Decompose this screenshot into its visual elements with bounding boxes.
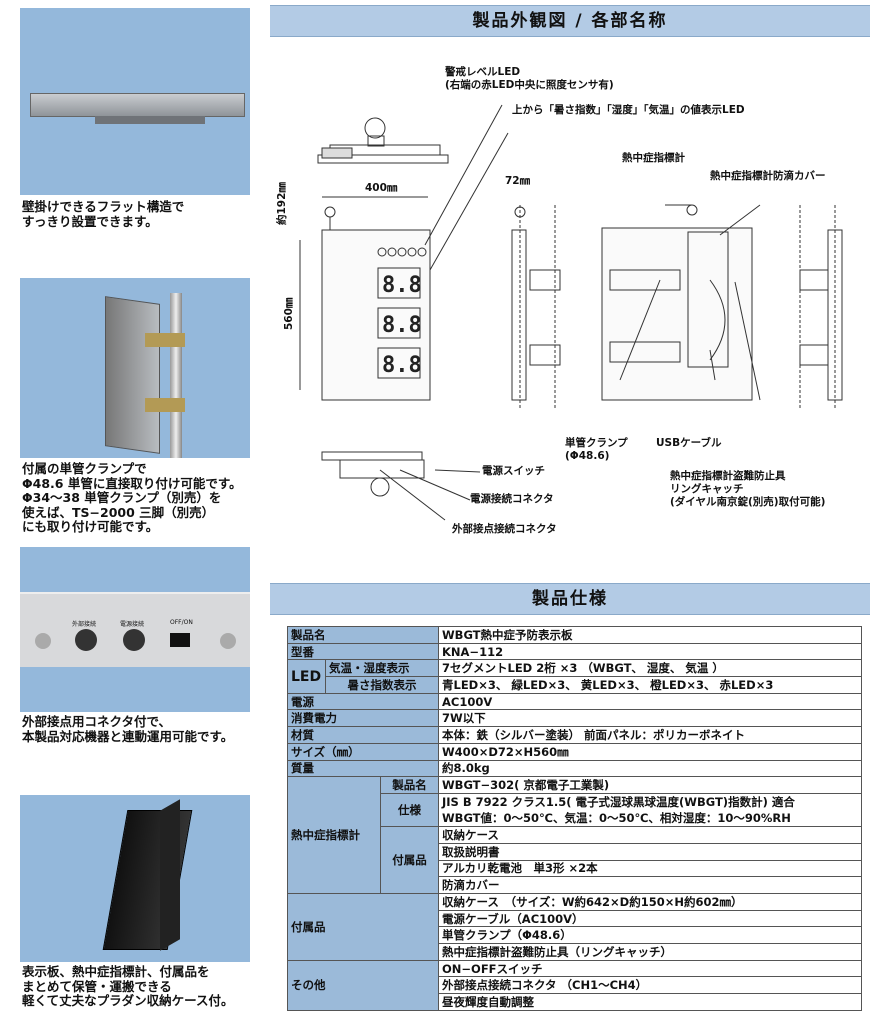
panel-label: OFF/ON bbox=[170, 619, 193, 626]
digit-display: 8.8 bbox=[382, 353, 422, 378]
spec-value: ON−OFFスイッチ bbox=[438, 959, 862, 978]
label-clamp: 単管クランプ (Φ48.6) bbox=[565, 437, 628, 462]
table-row: 取扱説明書 bbox=[288, 842, 862, 861]
spec-label: 付属品 bbox=[380, 826, 439, 894]
photo-caption: 表示板、熱中症指標計、付属品を まとめて保管・運搬できる 軽くて丈夫なプラダン収… bbox=[22, 964, 234, 1008]
label-power-connector: 電源接続コネクタ bbox=[470, 493, 554, 505]
spec-label: 暑さ指数表示 bbox=[325, 676, 439, 694]
label-wbgt-meter: 熱中症指標計 bbox=[622, 152, 685, 164]
spec-value: W400×D72×H560㎜ bbox=[438, 742, 862, 761]
spec-label: サイズ（㎜） bbox=[287, 742, 439, 761]
spec-value: WBGT値：0〜50℃、気温：0〜50℃、相対湿度：10〜90%RH bbox=[438, 810, 862, 828]
spec-value: 収納ケース （サイズ：W約642×D約150×H約602㎜） bbox=[438, 893, 862, 911]
panel-label: 電源接続 bbox=[120, 621, 145, 628]
spec-label: 消費電力 bbox=[287, 709, 439, 728]
spec-value: 熱中症指標計盗難防止具（リングキャッチ） bbox=[438, 943, 862, 961]
spec-label: 熱中症指標計 bbox=[287, 776, 381, 894]
spec-label: 製品名 bbox=[380, 776, 439, 794]
table-row: 昼夜輝度自動調整 bbox=[288, 993, 862, 1011]
spec-value: 取扱説明書 bbox=[438, 842, 862, 861]
label-power-switch: 電源スイッチ bbox=[482, 465, 545, 477]
spec-value: 青LED×3、 緑LED×3、 黄LED×3、 橙LED×3、 赤LED×3 bbox=[438, 676, 862, 694]
table-row: アルカリ乾電池 単3形 ×2本 bbox=[288, 859, 862, 878]
spec-value: WBGT−302( 京都電子工業製) bbox=[438, 776, 862, 794]
spec-label: 仕様 bbox=[380, 792, 439, 828]
spec-label: 製品名 bbox=[287, 626, 439, 644]
spec-label: 型番 bbox=[287, 642, 439, 661]
panel-label: 外部接続 bbox=[72, 621, 97, 628]
spec-value: WBGT熱中症予防表示板 bbox=[438, 626, 862, 644]
table-row: WBGT値：0〜50℃、気温：0〜50℃、相対湿度：10〜90%RH bbox=[288, 810, 862, 828]
spec-value: 防滴カバー bbox=[438, 876, 862, 894]
table-row: 外部接点接続コネクタ （CH1〜CH4） bbox=[288, 976, 862, 995]
label-external-connector: 外部接点接続コネクタ bbox=[452, 523, 557, 535]
spec-label: 気温・湿度表示 bbox=[325, 659, 439, 678]
table-row: 付属品収納ケース bbox=[288, 826, 862, 894]
label-top-height: 約192㎜ bbox=[276, 182, 288, 225]
spec-value: JIS B 7922 クラス1.5( 電子式湿球黒球温度(WBGT)指数計) 適… bbox=[438, 792, 862, 811]
photo-wall-mount bbox=[20, 8, 250, 195]
digit-display: 8.8 bbox=[382, 313, 422, 338]
table-row: サイズ（㎜）W400×D72×H560㎜ bbox=[287, 742, 862, 761]
table-row: 質量約8.0kg bbox=[287, 759, 862, 778]
spec-value: 7W以下 bbox=[438, 709, 862, 728]
spec-label: LED bbox=[287, 659, 326, 694]
table-row: 暑さ指数表示青LED×3、 緑LED×3、 黄LED×3、 橙LED×3、 赤L… bbox=[288, 676, 862, 694]
section-title-spec: 製品仕様 bbox=[270, 583, 870, 615]
spec-value: 外部接点接続コネクタ （CH1〜CH4） bbox=[438, 976, 862, 995]
table-row: 材質本体：鉄（シルバー塗装） 前面パネル：ポリカーボネイト bbox=[287, 726, 862, 744]
label-width: 400㎜ bbox=[365, 182, 398, 194]
spec-value: 単管クランプ（Φ48.6） bbox=[438, 926, 862, 945]
label-drip-cover: 熱中症指標計防滴カバー bbox=[710, 170, 826, 182]
spec-label: 付属品 bbox=[287, 893, 439, 961]
spec-value: 7セグメントLED 2桁 ×3 （WBGT、 湿度、 気温 ） bbox=[438, 659, 862, 678]
spec-value: 昼夜輝度自動調整 bbox=[438, 993, 862, 1011]
label-anti-theft: 熱中症指標計盗難防止具 リングキャッチ (ダイヤル南京錠(別売)取付可能) bbox=[670, 470, 826, 508]
product-diagram: 8.8 8.8 8.8 bbox=[299, 104, 843, 521]
table-row: 付属品収納ケース （サイズ：W約642×D約150×H約602㎜） bbox=[287, 893, 862, 961]
spec-label: 質量 bbox=[287, 759, 439, 778]
photo-connectors: 外部接続 電源接続 OFF/ON bbox=[20, 547, 250, 712]
spec-value: アルカリ乾電池 単3形 ×2本 bbox=[438, 859, 862, 878]
table-row: 防滴カバー bbox=[288, 876, 862, 894]
spec-value: 約8.0kg bbox=[438, 759, 862, 778]
spec-label: 材質 bbox=[287, 726, 439, 744]
label-alert-led: 警戒レベルLED (右端の赤LED中央に照度センサ有) bbox=[445, 66, 614, 91]
spec-value: KNA−112 bbox=[438, 642, 862, 661]
table-row: 単管クランプ（Φ48.6） bbox=[288, 926, 862, 945]
spec-label: 電源 bbox=[287, 692, 439, 711]
label-value-led: 上から「暑さ指数」「湿度」「気温」の値表示LED bbox=[512, 104, 745, 116]
spec-label: その他 bbox=[287, 959, 439, 1011]
photo-caption: 付属の単管クランプで Φ48.6 単管に直接取り付け可能です。 Φ34〜38 単… bbox=[22, 461, 242, 534]
section-title-appearance: 製品外観図 / 各部名称 bbox=[270, 5, 870, 37]
photo-pipe-clamp bbox=[20, 278, 250, 458]
label-usb: USBケーブル bbox=[656, 437, 722, 449]
spec-value: 本体：鉄（シルバー塗装） 前面パネル：ポリカーボネイト bbox=[438, 726, 862, 744]
photo-caption: 壁掛けできるフラット構造で すっきり設置できます。 bbox=[22, 199, 185, 229]
label-depth: 72㎜ bbox=[505, 175, 531, 187]
digit-display: 8.8 bbox=[382, 273, 422, 298]
photo-storage-case bbox=[20, 795, 250, 962]
spec-value: 収納ケース bbox=[438, 826, 862, 844]
spec-value: 電源ケーブル（AC100V） bbox=[438, 909, 862, 928]
photo-caption: 外部接点用コネクタ付で、 本製品対応機器と連動運用可能です。 bbox=[22, 714, 234, 744]
spec-value: AC100V bbox=[438, 692, 862, 711]
label-height: 560㎜ bbox=[283, 297, 295, 330]
